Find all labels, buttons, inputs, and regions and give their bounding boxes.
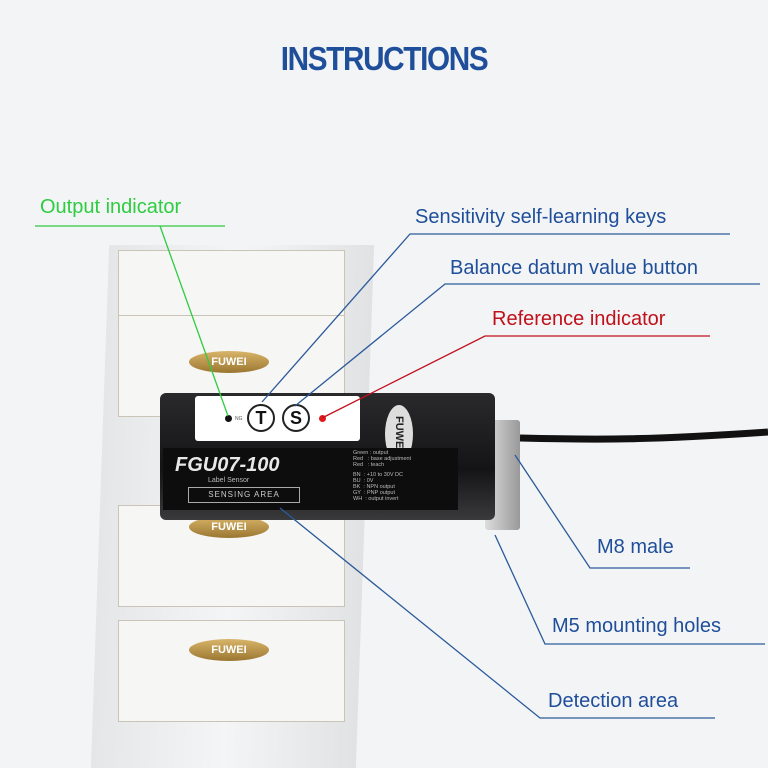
callout-reference-indicator: Reference indicator	[492, 308, 666, 330]
output-indicator-led	[225, 415, 232, 422]
page-title: INSTRUCTIONS	[280, 40, 489, 77]
label-logo: FUWEI	[189, 516, 269, 538]
callout-m8-male: M8 male	[597, 536, 674, 558]
callout-sensitivity-keys: Sensitivity self-learning keys	[415, 206, 667, 228]
label-logo: FUWEI	[189, 639, 269, 661]
ng-label: NG	[235, 416, 243, 422]
wire-spec: BN : +10 to 30V DC BU : 0V BK : NPN outp…	[353, 472, 403, 502]
callout-m5-holes: M5 mounting holes	[552, 615, 721, 637]
spec-plate: FGU07-100 Label Sensor SENSING AREA Gree…	[163, 448, 458, 510]
reference-indicator-led	[319, 415, 326, 422]
callout-detection-area: Detection area	[548, 690, 679, 712]
callout-output-indicator: Output indicator	[40, 196, 182, 218]
sensing-area: SENSING AREA	[188, 487, 300, 503]
t-key[interactable]: T	[247, 404, 275, 432]
sensor-body: NG T S FUWEI FGU07-100 Label Sensor SENS…	[160, 393, 495, 520]
label-card: FUWEI	[118, 505, 345, 607]
sensor-type: Label Sensor	[208, 477, 250, 484]
model-number: FGU07-100	[175, 454, 280, 476]
control-panel: NG T S	[195, 396, 360, 441]
led-spec: Green : output Red : base adjustment Red…	[353, 450, 412, 468]
label-logo: FUWEI	[189, 351, 269, 373]
callout-balance-button: Balance datum value button	[450, 257, 698, 279]
label-card: FUWEI	[118, 620, 345, 722]
